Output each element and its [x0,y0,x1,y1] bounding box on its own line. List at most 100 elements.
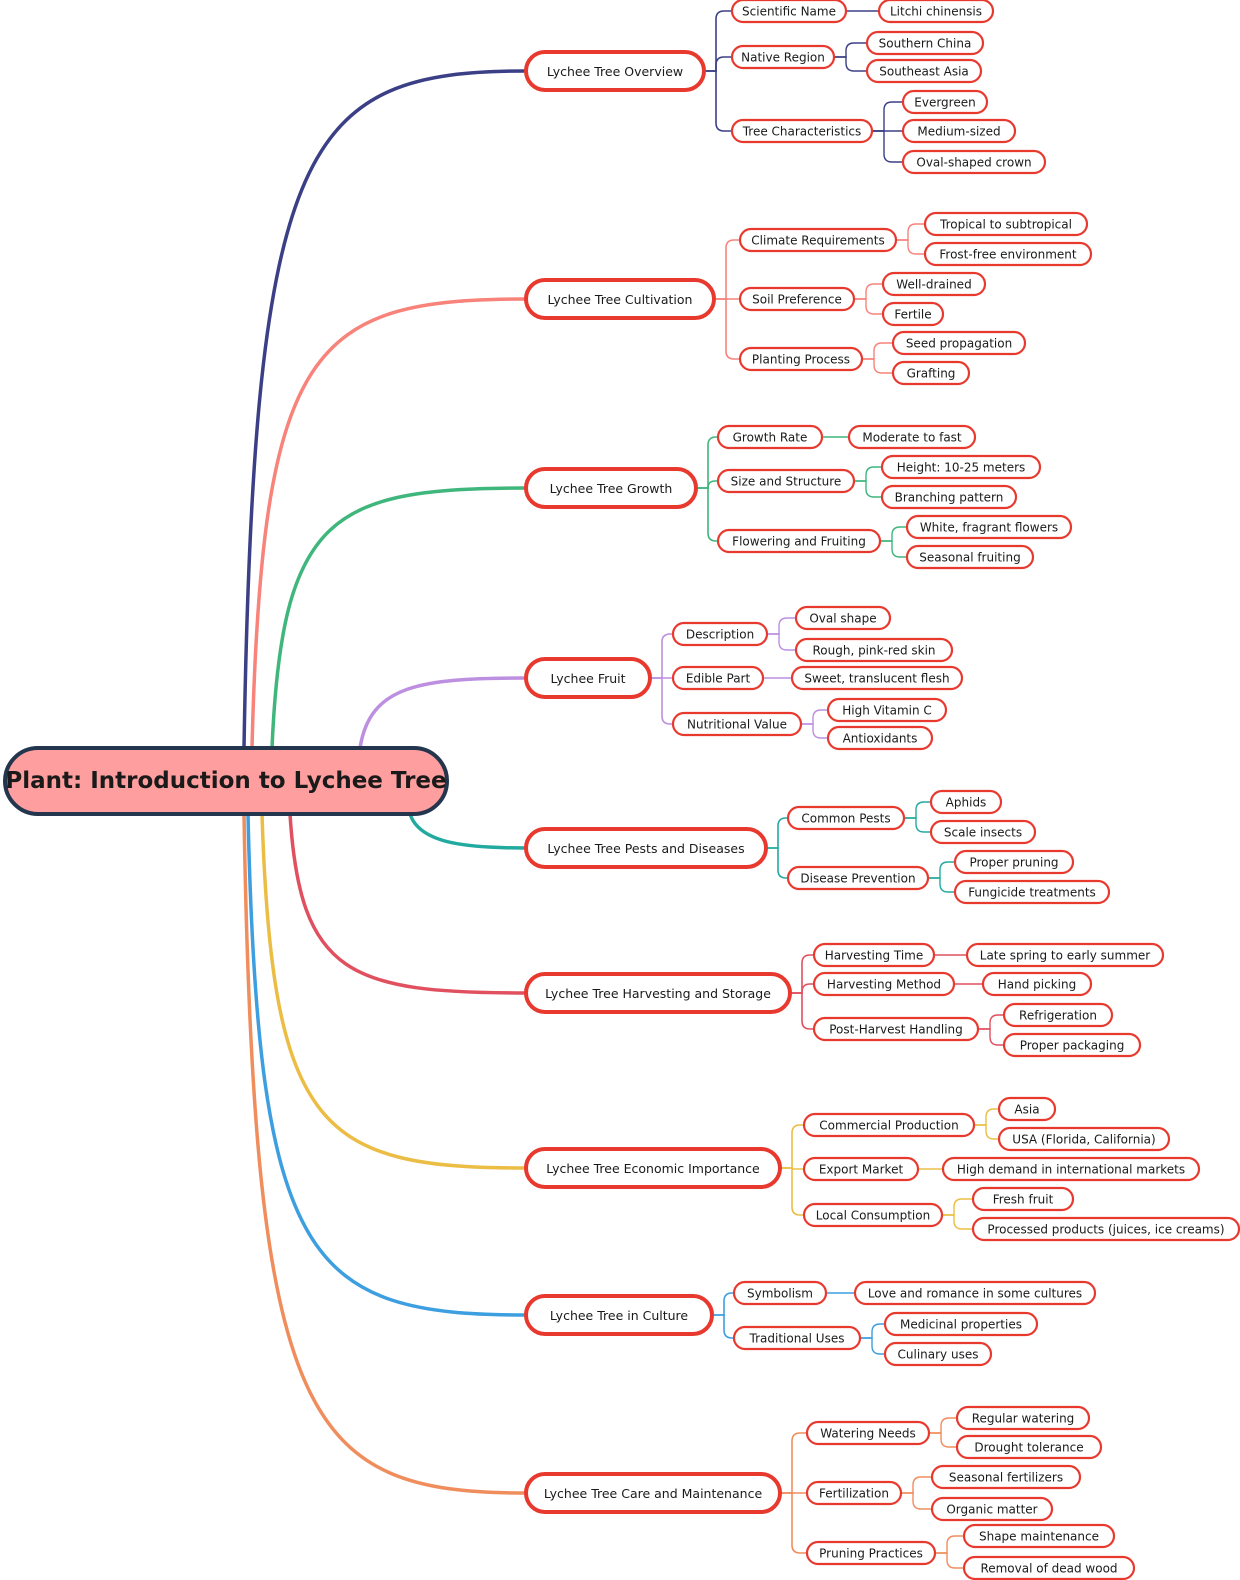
edge-branch-to-topic [790,992,814,1030]
edge-branch-to-topic [714,239,740,300]
detail-rough-pink-red-skin: Rough, pink-red skin [794,637,954,663]
detail-aphids-label: Aphids [946,796,987,810]
topic-common-pests-box [786,805,906,831]
edge-root-to-branch [270,486,527,749]
topic-export-market-label: Export Market [819,1163,904,1177]
branch-lychee-tree-economic-importance-label: Lychee Tree Economic Importance [546,1161,760,1176]
detail-frost-free-environment-label: Frost-free environment [939,248,1077,262]
edge-topic-to-detail [974,1108,999,1126]
topic-harvesting-method-label: Harvesting Method [827,978,941,992]
topic-harvesting-time-label: Harvesting Time [825,949,924,963]
detail-processed-products-juices-ice-creams--box [971,1216,1240,1242]
topic-growth-rate: Growth Rate [716,424,824,450]
branch-lychee-tree-care-and-maintenance-box [524,1472,782,1514]
detail-oval-shaped-crown-label: Oval-shaped crown [916,156,1031,170]
branch-lychee-tree-cultivation-box [524,278,716,320]
edge-branch-to-topic [704,70,732,132]
detail-scale-insects: Scale insects [929,819,1037,845]
detail-hand-picking: Hand picking [981,971,1093,997]
edge-topic-to-detail [904,801,931,819]
topic-edible-part-label: Edible Part [686,672,751,686]
detail-white-fragrant-flowers: White, fragrant flowers [905,514,1073,540]
topic-harvesting-method: Harvesting Method [812,971,956,997]
edge-topic-to-detail [880,526,907,542]
detail-removal-of-dead-wood-label: Removal of dead wood [980,1562,1117,1576]
detail-antioxidants: Antioxidants [826,725,934,751]
topic-climate-requirements: Climate Requirements [738,227,898,253]
edge-topic-to-detail [854,298,883,315]
topic-description: Description [671,621,769,647]
topic-symbolism-label: Symbolism [747,1287,813,1301]
topic-commercial-production-label: Commercial Production [819,1119,958,1133]
topic-export-market-box [802,1156,920,1182]
detail-sweet-translucent-flesh-label: Sweet, translucent flesh [804,672,949,686]
detail-fresh-fruit: Fresh fruit [971,1186,1075,1212]
detail-love-and-romance-in-some-cultures: Love and romance in some cultures [853,1280,1097,1306]
topic-common-pests: Common Pests [786,805,906,831]
detail-white-fragrant-flowers-box [905,514,1073,540]
detail-removal-of-dead-wood: Removal of dead wood [962,1555,1136,1580]
edge-branch-to-topic [712,1292,734,1316]
detail-organic-matter: Organic matter [930,1496,1054,1522]
detail-seasonal-fruiting: Seasonal fruiting [905,544,1035,570]
detail-fungicide-treatments: Fungicide treatments [953,879,1111,905]
detail-sweet-translucent-flesh-box [790,665,964,691]
detail-well-drained: Well-drained [881,271,987,297]
topic-edible-part-box [671,665,765,691]
detail-fungicide-treatments-label: Fungicide treatments [968,886,1096,900]
branch-lychee-tree-in-culture-label: Lychee Tree in Culture [550,1308,689,1323]
detail-southern-china: Southern China [865,30,985,56]
detail-litchi-chinensis-box [877,0,995,24]
detail-fertile: Fertile [881,301,945,327]
topic-traditional-uses-label: Traditional Uses [749,1332,845,1346]
detail-tropical-to-subtropical-box [923,211,1089,237]
detail-seasonal-fertilizers-label: Seasonal fertilizers [949,1471,1063,1485]
topic-export-market: Export Market [802,1156,920,1182]
branch-lychee-tree-overview: Lychee Tree Overview [524,50,706,92]
branch-lychee-tree-harvesting-and-storage: Lychee Tree Harvesting and Storage [524,972,792,1014]
detail-high-vitamin-c-box [826,697,948,723]
topic-post-harvest-handling-box [812,1016,980,1042]
detail-removal-of-dead-wood-box [962,1555,1136,1580]
edge-topic-to-detail [801,723,828,739]
branch-lychee-tree-care-and-maintenance: Lychee Tree Care and Maintenance [524,1472,782,1514]
edge-topic-to-detail [896,223,925,241]
branch-lychee-tree-growth: Lychee Tree Growth [524,467,698,509]
topic-description-label: Description [686,628,754,642]
detail-branching-pattern-label: Branching pattern [895,491,1004,505]
edge-topic-to-detail [862,358,893,374]
branch-lychee-tree-cultivation-label: Lychee Tree Cultivation [548,292,693,307]
topic-scientific-name: Scientific Name [730,0,848,24]
detail-medium-sized-label: Medium-sized [917,125,1000,139]
detail-culinary-uses-label: Culinary uses [898,1348,979,1362]
topic-local-consumption-box [802,1202,944,1228]
detail-oval-shape: Oval shape [794,605,892,631]
branch-lychee-tree-harvesting-and-storage-box [524,972,792,1014]
topic-size-and-structure: Size and Structure [716,468,856,494]
edge-topic-to-detail [862,342,893,360]
topic-climate-requirements-label: Climate Requirements [751,234,884,248]
detail-usa-florida-california-: USA (Florida, California) [997,1126,1171,1152]
detail-drought-tolerance: Drought tolerance [955,1434,1103,1460]
edge-root-to-branch [260,813,527,1170]
topic-commercial-production: Commercial Production [802,1112,976,1138]
edge-topic-to-detail [872,101,903,132]
detail-proper-packaging: Proper packaging [1002,1032,1142,1058]
detail-processed-products-juices-ice-creams-: Processed products (juices, ice creams) [971,1216,1240,1242]
edge-branch-to-topic [650,633,673,679]
edge-root-to-branch [358,676,527,749]
branch-lychee-tree-cultivation: Lychee Tree Cultivation [524,278,716,320]
topic-traditional-uses: Traditional Uses [732,1325,862,1351]
detail-southeast-asia-box [865,58,983,84]
detail-organic-matter-box [930,1496,1054,1522]
detail-drought-tolerance-label: Drought tolerance [974,1441,1083,1455]
root-node: Plant: Introduction to Lychee Tree [3,746,449,816]
topic-disease-prevention-label: Disease Prevention [800,872,915,886]
detail-aphids-box [929,789,1003,815]
topic-planting-process: Planting Process [738,346,864,372]
detail-oval-shaped-crown: Oval-shaped crown [901,149,1047,175]
branch-lychee-fruit: Lychee Fruit [524,657,652,699]
detail-refrigeration: Refrigeration [1002,1002,1114,1028]
detail-scale-insects-box [929,819,1037,845]
detail-seed-propagation: Seed propagation [891,330,1027,356]
